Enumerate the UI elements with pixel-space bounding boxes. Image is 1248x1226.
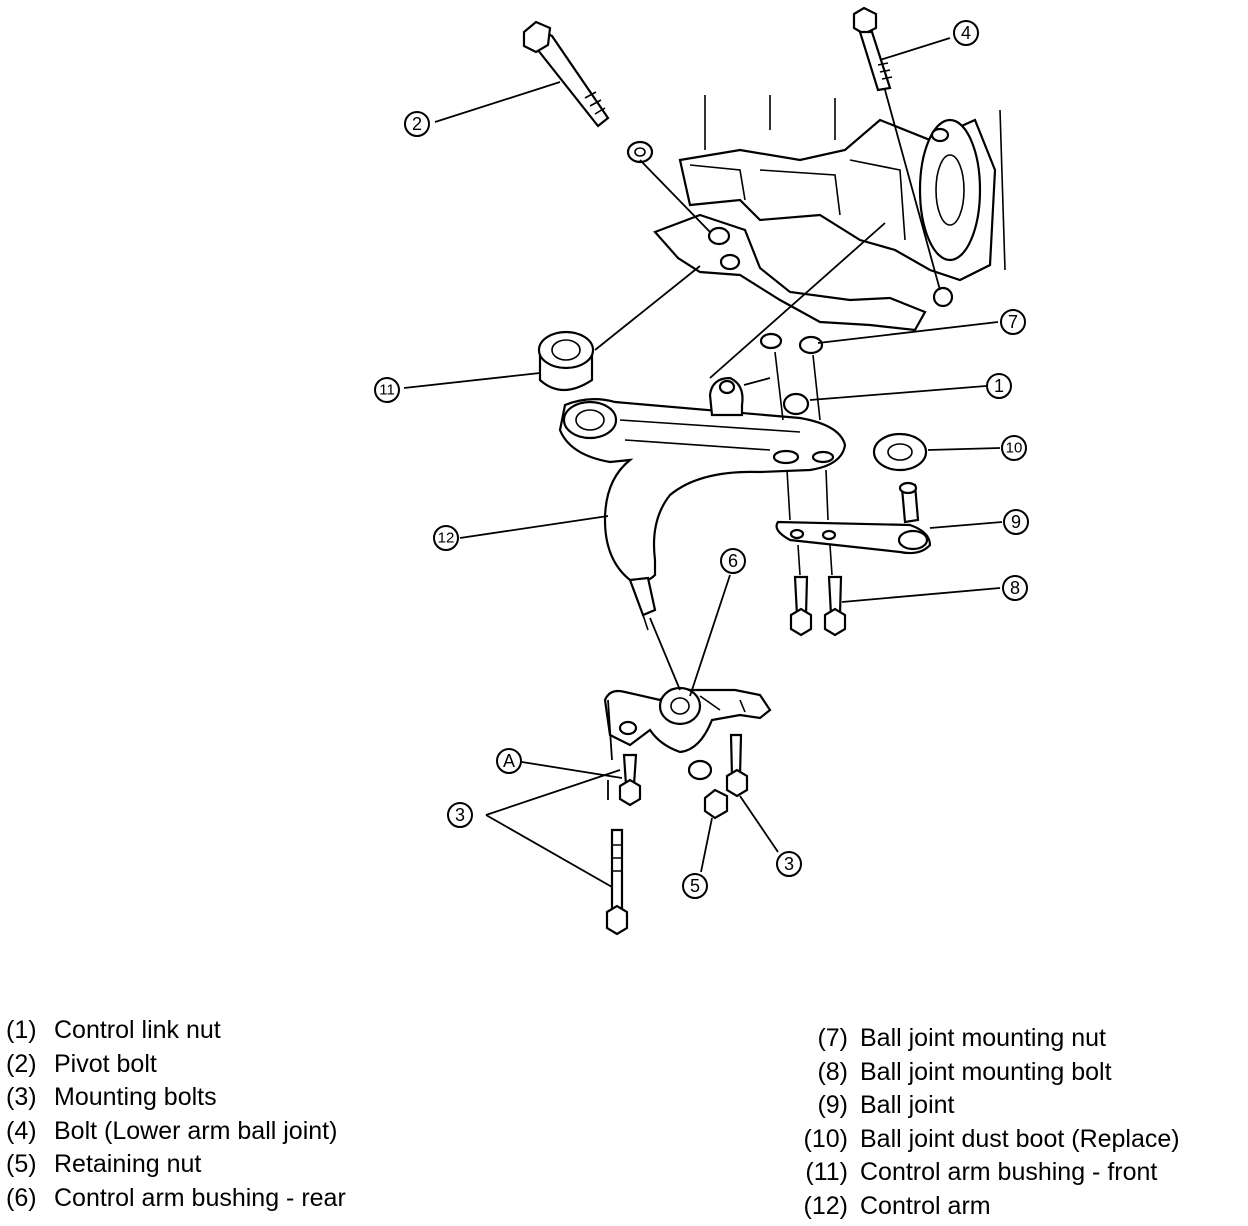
- legend-label: Bolt (Lower arm ball joint): [54, 1116, 338, 1145]
- legend-number: (10): [803, 1124, 848, 1153]
- svg-text:3: 3: [455, 805, 465, 825]
- legend-item: (8) Ball joint mounting bolt: [782, 1056, 1180, 1090]
- callout-6: 6: [720, 548, 746, 574]
- legend-item: (1) Control link nut: [6, 1014, 346, 1048]
- ball-joint-mounting-bolts: [789, 575, 847, 637]
- callout-10: 10: [1001, 435, 1027, 461]
- callout-A: A: [496, 748, 522, 774]
- svg-text:9: 9: [1011, 512, 1021, 532]
- callout-8: 8: [1002, 575, 1028, 601]
- legend-number: (8): [817, 1057, 848, 1086]
- retaining-nut: [703, 788, 729, 820]
- legend-label: Control arm: [860, 1191, 991, 1220]
- callout-9: 9: [1003, 509, 1029, 535]
- legend-label: Pivot bolt: [54, 1049, 157, 1078]
- legend-item: (2) Pivot bolt: [6, 1048, 346, 1082]
- svg-text:A: A: [503, 751, 515, 771]
- legend-label: Ball joint: [860, 1091, 955, 1119]
- legend-number: (6): [6, 1183, 37, 1212]
- legend-number: (7): [817, 1024, 848, 1052]
- svg-text:6: 6: [728, 551, 738, 571]
- svg-text:7: 7: [1008, 312, 1018, 332]
- ball-joint: [775, 469, 932, 576]
- exploded-suspension-diagram: 1 2 3 3 4 5 6 7 8 9 10 11 12 A: [374, 6, 1029, 936]
- callout-7: 7: [1000, 309, 1026, 335]
- pivot-bolt: [522, 20, 610, 128]
- svg-text:3: 3: [784, 854, 794, 874]
- svg-text:12: 12: [438, 530, 455, 547]
- legend-number: (4): [6, 1116, 37, 1145]
- legend-label: Control arm bushing - rear: [54, 1183, 346, 1212]
- legend-item: (12) Control arm: [782, 1190, 1180, 1224]
- legend-left: (1) Control link nut (2) Pivot bolt (3) Mou…: [6, 1014, 346, 1215]
- callout-4: 4: [953, 20, 979, 46]
- mounting-bolts: [605, 753, 642, 936]
- legend-label: Ball joint dust boot (Replace): [860, 1124, 1180, 1153]
- pivot-bolt-washer: [626, 140, 654, 164]
- legend-item: (10) Ball joint dust boot (Replace): [782, 1123, 1180, 1157]
- dust-boot: [872, 432, 928, 472]
- callout-1: 1: [986, 373, 1012, 399]
- svg-text:11: 11: [379, 382, 395, 399]
- legend-number: (1): [6, 1016, 37, 1044]
- legend-right: (7) Ball joint mounting nut (8) Ball joint…: [782, 1022, 1180, 1223]
- svg-text:2: 2: [412, 114, 422, 134]
- svg-text:4: 4: [961, 23, 971, 43]
- legend-label: Ball joint mounting nut: [860, 1024, 1106, 1052]
- legend-label: Mounting bolts: [54, 1083, 217, 1111]
- svg-text:10: 10: [1006, 440, 1023, 457]
- legend-item: (5) Retaining nut: [6, 1148, 346, 1182]
- legend-label: Control arm bushing - front: [860, 1158, 1158, 1186]
- legend-item: (3) Mounting bolts: [6, 1081, 346, 1115]
- callout-3-right: 3: [776, 851, 802, 877]
- svg-text:1: 1: [994, 376, 1004, 396]
- legend-label: Retaining nut: [54, 1150, 202, 1178]
- rear-bushing-bracket: [603, 686, 772, 798]
- callout-3-left: 3: [447, 802, 473, 828]
- legend-item: (11) Control arm bushing - front: [782, 1156, 1180, 1190]
- callout-5: 5: [682, 873, 708, 899]
- legend-number: (11): [805, 1158, 848, 1186]
- callout-2: 2: [404, 111, 430, 137]
- legend-item: (9) Ball joint: [782, 1089, 1180, 1123]
- front-bushing: [537, 330, 595, 392]
- legend-number: (2): [6, 1049, 37, 1078]
- callout-12: 12: [433, 525, 459, 551]
- legend-label: Control link nut: [54, 1016, 221, 1044]
- svg-text:5: 5: [690, 876, 700, 896]
- leader-lines: [403, 37, 1003, 888]
- legend-number: (12): [803, 1191, 848, 1220]
- legend-number: (5): [6, 1150, 37, 1178]
- retaining-washer: [687, 759, 713, 781]
- control-link: [708, 332, 824, 421]
- legend-item: (4) Bolt (Lower arm ball joint): [6, 1115, 346, 1149]
- control-arm: [558, 398, 847, 631]
- knuckle-assembly: [653, 95, 1006, 332]
- legend-number: (9): [817, 1091, 848, 1119]
- lower-arm-ball-joint-bolt: [852, 6, 893, 92]
- legend-item: (7) Ball joint mounting nut: [782, 1022, 1180, 1056]
- svg-text:8: 8: [1010, 578, 1020, 598]
- legend-item: (6) Control arm bushing - rear: [6, 1182, 346, 1216]
- callout-11: 11: [374, 377, 400, 403]
- legend-label: Ball joint mounting bolt: [860, 1057, 1112, 1086]
- legend-number: (3): [6, 1083, 37, 1111]
